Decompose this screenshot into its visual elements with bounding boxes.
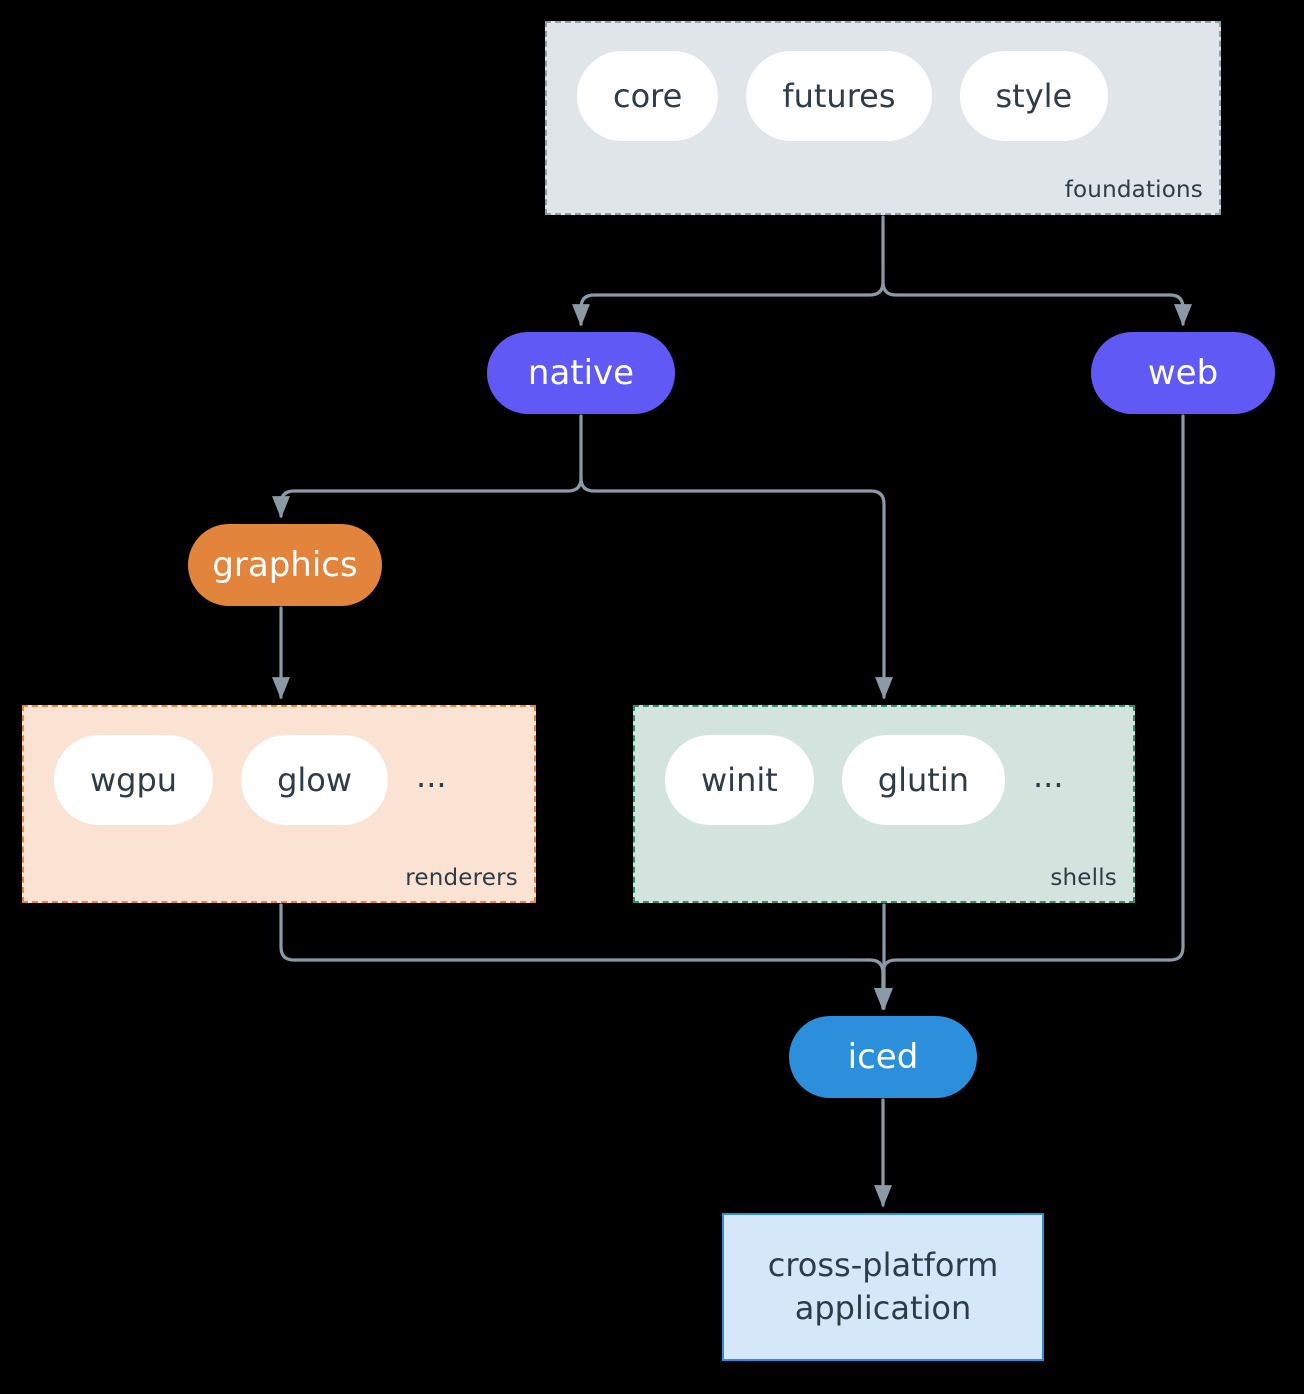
edge-foundations-web [881,280,1192,327]
node-native[interactable]: native [487,332,675,414]
shells-items: winit glutin ... [665,735,1064,825]
node-iced[interactable]: iced [789,1016,977,1098]
cluster-label-shells: shells [1050,865,1117,891]
cluster-label-renderers: renderers [405,865,518,891]
renderers-more-ellipsis: ... [416,757,447,795]
edge-native-graphics [272,476,583,519]
edge-foundations-native [572,280,885,327]
leaf-core[interactable]: core [577,51,719,141]
leaf-wgpu[interactable]: wgpu [54,735,214,825]
leaf-futures[interactable]: futures [746,51,932,141]
foundations-items: core futures style [577,51,1109,141]
application-line-2: application [794,1289,972,1327]
leaf-glutin[interactable]: glutin [841,735,1005,825]
renderers-items: wgpu glow ... [54,735,447,825]
node-web[interactable]: web [1091,332,1275,414]
cluster-renderers: wgpu glow ... renderers [22,705,536,903]
leaf-glow[interactable]: glow [241,735,389,825]
node-cross-platform-application[interactable]: cross-platform application [722,1213,1044,1361]
node-graphics[interactable]: graphics [188,524,382,606]
shells-more-ellipsis: ... [1032,757,1064,795]
cluster-label-foundations: foundations [1064,177,1203,203]
edge-renderers-iced [279,903,892,1011]
cluster-foundations: core futures style foundations [545,21,1221,215]
leaf-winit[interactable]: winit [665,735,814,825]
cluster-shells: winit glutin ... shells [633,705,1135,903]
application-line-1: cross-platform [767,1246,999,1285]
leaf-style[interactable]: style [959,51,1109,141]
edge-native-shells [579,476,893,700]
